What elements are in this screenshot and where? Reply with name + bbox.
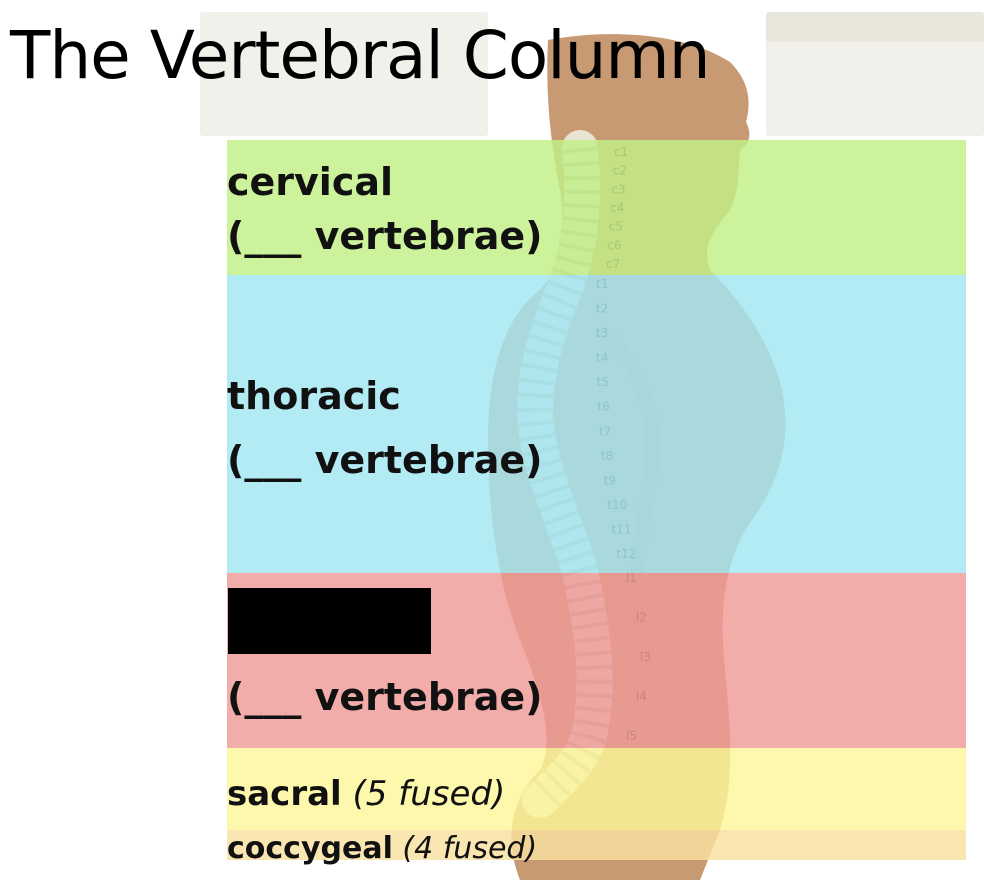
sacral-band [227, 748, 966, 830]
sacral-note: (5 fused) [352, 774, 506, 814]
thoracic-name: thoracic [227, 374, 401, 418]
redacted-region-name [228, 588, 431, 654]
background-panel-left [200, 12, 488, 136]
coccygeal-band [227, 830, 966, 860]
sacral-label: sacral (5 fused) [227, 770, 505, 818]
lumbar-label: (___ vertebrae) [227, 670, 543, 724]
lumbar-count: (___ vertebrae) [227, 675, 543, 719]
cervical-count: (___ vertebrae) [227, 214, 543, 258]
cervical-name: cervical [227, 160, 394, 204]
thoracic-count: (___ vertebrae) [227, 438, 543, 482]
thoracic-label: thoracic (___ vertebrae) [227, 369, 543, 487]
background-panel-right-shade [766, 12, 984, 42]
thoracic-band [227, 275, 966, 573]
cervical-label: cervical (___ vertebrae) [227, 155, 543, 263]
coccygeal-note: (4 fused) [402, 831, 538, 866]
page-title: The Vertebral Column [10, 17, 711, 94]
coccygeal-label: coccygeal (4 fused) [227, 828, 537, 870]
sacral-name: sacral [227, 774, 342, 814]
coccygeal-name: coccygeal [227, 831, 393, 866]
cervical-band [227, 140, 966, 275]
